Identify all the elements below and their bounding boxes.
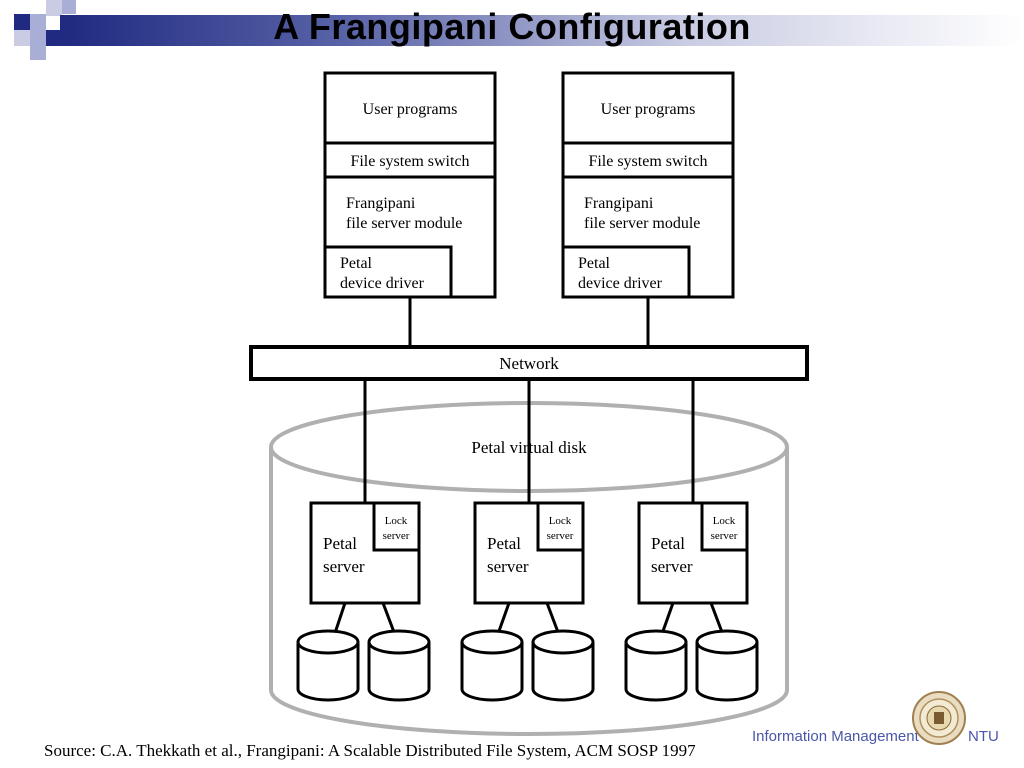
disk-6 [695,629,759,702]
client1-driver-line2: device driver [340,275,425,292]
server3-lock-line2: server [711,530,738,542]
corner-square-1 [14,14,30,30]
disk-3 [460,629,524,702]
corner-square-4 [62,0,76,14]
source-citation: Source: C.A. Thekkath et al., Frangipani… [44,741,696,760]
footer-ntu: NTU [968,728,999,745]
petal-server-3 [637,501,749,605]
disk-2 [367,629,431,702]
client2-fpm-line1: Frangipani [584,195,654,212]
corner-square-5 [14,30,30,46]
network-label: Network [499,354,559,373]
corner-square-6 [30,30,46,46]
client1-fpm-line1: Frangipani [346,195,416,212]
disk-4 [531,629,595,702]
server2-line2: server [487,557,529,576]
title-bar [60,15,1024,46]
client1-fpm-line2: file server module [346,215,462,232]
client2-driver-line1: Petal [578,255,611,272]
corner-square-8 [30,46,46,60]
client1-fs-switch: File system switch [350,153,469,170]
server1-lock-line2: server [383,530,410,542]
server1-lock-line1: Lock [385,515,408,527]
network-bar [249,345,809,381]
footer-information-management: Information Management [752,728,919,745]
ntu-seal-logo [912,691,966,745]
petal-server-2 [473,501,585,605]
client1-user-programs: User programs [363,101,458,118]
disk-5 [624,629,688,702]
client2-fpm-line2: file server module [584,215,700,232]
corner-square-3 [46,0,62,16]
slide-title: A Frangipani Configuration [273,6,751,47]
server3-line1: Petal [651,534,685,553]
corner-square-2 [30,14,46,30]
server3-line2: server [651,557,693,576]
server3-lock-line1: Lock [713,515,736,527]
client2-driver-line2: device driver [578,275,663,292]
server2-lock-line1: Lock [549,515,572,527]
client2-fs-switch: File system switch [588,153,707,170]
client1-driver-line1: Petal [340,255,373,272]
server2-lock-line2: server [547,530,574,542]
petal-server-1 [309,501,421,605]
corner-square-7 [46,30,62,46]
client2-user-programs: User programs [601,101,696,118]
server1-line2: server [323,557,365,576]
disk-1 [296,629,360,702]
server1-line1: Petal [323,534,357,553]
server2-line1: Petal [487,534,521,553]
